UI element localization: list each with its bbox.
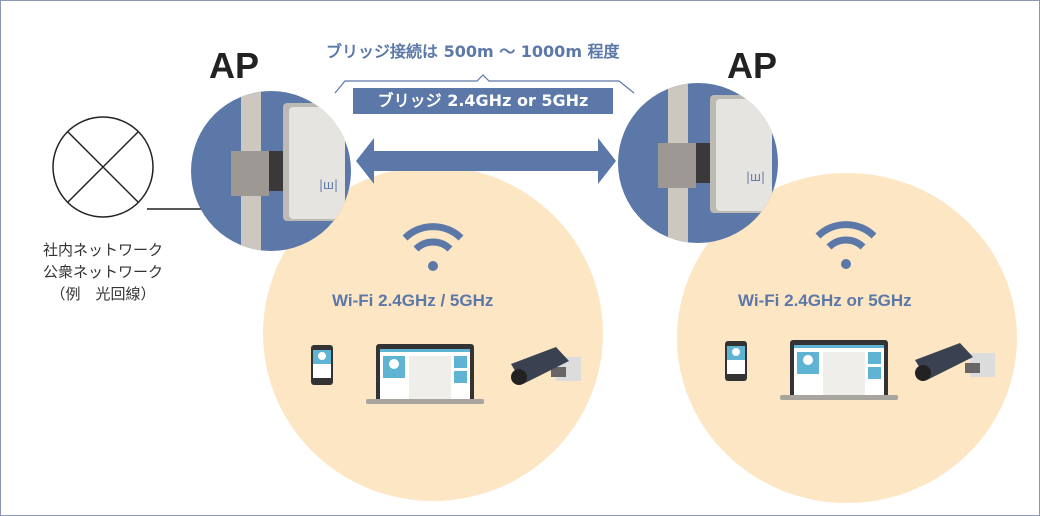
smartphone-icon	[725, 341, 747, 381]
wifi-left-label: Wi-Fi 2.4GHz / 5GHz	[332, 291, 494, 310]
security-camera-icon	[511, 347, 581, 385]
svg-text:|ш|: |ш|	[319, 178, 338, 192]
laptop-icon	[780, 340, 898, 400]
ap-left-label: AP	[209, 45, 260, 86]
smartphone-icon	[311, 345, 333, 385]
svg-text:|ш|: |ш|	[746, 170, 765, 184]
security-camera-icon	[915, 343, 995, 381]
devices-left	[311, 344, 581, 404]
ap-right-label: AP	[727, 45, 778, 86]
access-point-right: |ш|	[618, 83, 778, 243]
bridge-bracket	[334, 74, 635, 94]
wifi-icon	[402, 223, 464, 271]
antenna-icon: |ш|	[231, 91, 345, 251]
network-label-public: 公衆ネットワーク	[42, 263, 163, 281]
wifi-icon	[815, 221, 877, 269]
bridge-distance-label: ブリッジ接続は 500m 〜 1000m 程度	[326, 42, 620, 61]
antenna-icon: |ш|	[658, 83, 772, 243]
network-label-example: （例 光回線）	[50, 285, 156, 303]
bridge-band-label: ブリッジ 2.4GHz or 5GHz	[353, 88, 613, 114]
devices-right	[725, 340, 995, 400]
bridge-double-arrow-icon	[356, 138, 616, 184]
wifi-right-label: Wi-Fi 2.4GHz or 5GHz	[738, 291, 912, 310]
network-label-office: 社内ネットワーク	[42, 241, 163, 259]
laptop-icon	[366, 344, 484, 404]
network-labels: 社内ネットワーク 公衆ネットワーク （例 光回線）	[23, 239, 183, 305]
access-point-left: |ш|	[191, 91, 351, 251]
